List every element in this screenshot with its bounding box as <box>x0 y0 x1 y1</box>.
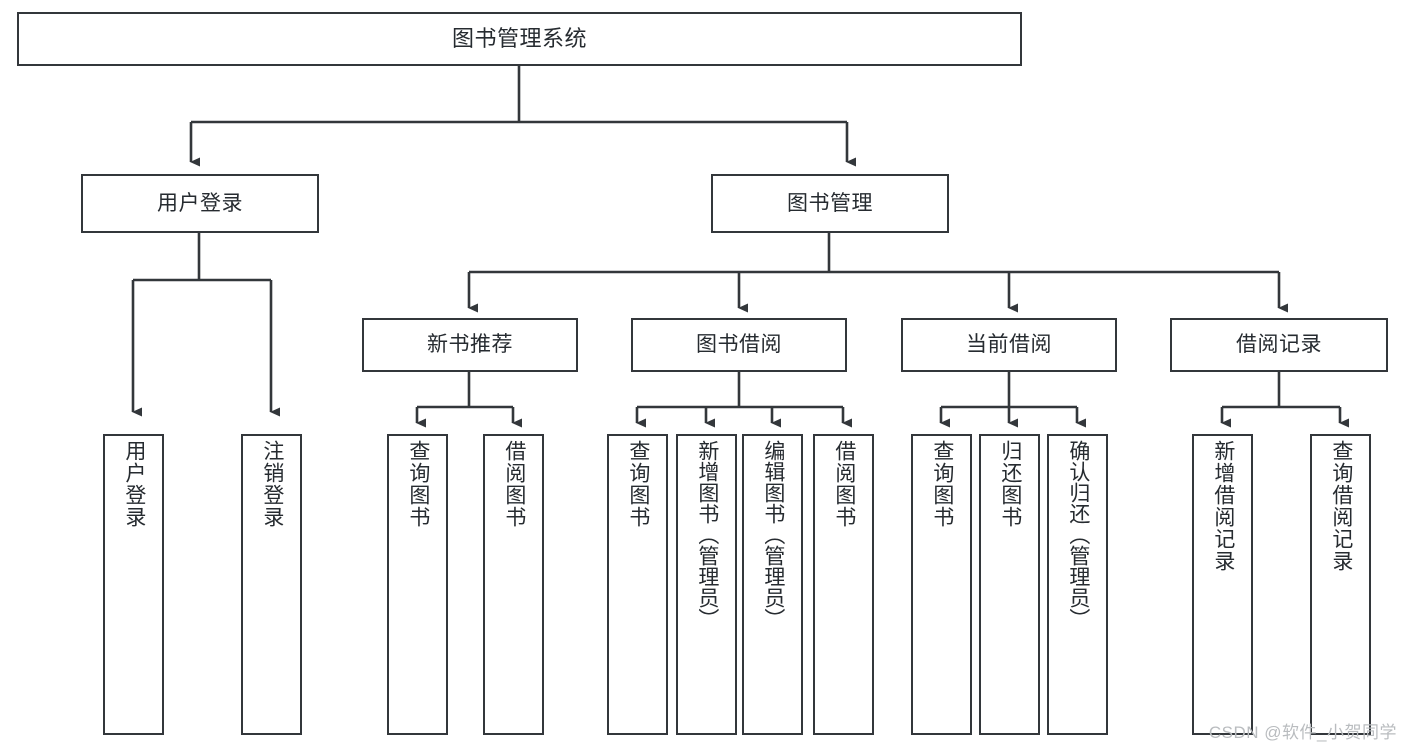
leaf-current-return-book[interactable]: 归还图书 <box>979 434 1040 735</box>
leaf-user-login-logout[interactable]: 注销登录 <box>241 434 302 735</box>
node-label: 查询图书 <box>406 440 430 528</box>
leaf-record-query-record[interactable]: 查询借阅记录 <box>1310 434 1371 735</box>
watermark-text: CSDN @软件_小贺同学 <box>1208 723 1397 742</box>
leaf-new-book-query[interactable]: 查询图书 <box>387 434 448 735</box>
leaf-current-confirm-return-admin[interactable]: 确认归还（管理员） <box>1047 434 1108 735</box>
leaf-user-login-login[interactable]: 用户登录 <box>103 434 164 735</box>
node-label: 当前借阅 <box>966 333 1052 357</box>
node-label: 借阅图书 <box>502 440 526 528</box>
leaf-borrow-query-book[interactable]: 查询图书 <box>607 434 668 735</box>
node-new-book-recommend[interactable]: 新书推荐 <box>362 318 578 372</box>
node-borrow-record[interactable]: 借阅记录 <box>1170 318 1388 372</box>
node-label: 新书推荐 <box>427 333 513 357</box>
node-book-borrow[interactable]: 图书借阅 <box>631 318 847 372</box>
leaf-current-query-book[interactable]: 查询图书 <box>911 434 972 735</box>
node-label: 图书借阅 <box>696 333 782 357</box>
node-label: 编辑图书（管理员） <box>761 440 785 629</box>
node-label: 图书管理 <box>787 191 873 215</box>
leaf-borrow-edit-book-admin[interactable]: 编辑图书（管理员） <box>742 434 803 735</box>
node-label: 借阅记录 <box>1236 333 1322 357</box>
node-label: 借阅图书 <box>832 440 856 528</box>
node-label: 确认归还（管理员） <box>1066 440 1090 629</box>
node-label: 新增借阅记录 <box>1211 440 1235 572</box>
leaf-borrow-borrow-book[interactable]: 借阅图书 <box>813 434 874 735</box>
node-label: 用户登录 <box>122 440 146 528</box>
node-current-borrow[interactable]: 当前借阅 <box>901 318 1117 372</box>
node-user-login[interactable]: 用户登录 <box>81 174 319 233</box>
node-book-management[interactable]: 图书管理 <box>711 174 949 233</box>
leaf-new-book-borrow[interactable]: 借阅图书 <box>483 434 544 735</box>
node-label: 查询借阅记录 <box>1329 440 1353 572</box>
node-label: 注销登录 <box>260 440 284 528</box>
leaf-record-add-record[interactable]: 新增借阅记录 <box>1192 434 1253 735</box>
node-root-system[interactable]: 图书管理系统 <box>17 12 1022 66</box>
node-label: 图书管理系统 <box>451 25 587 51</box>
node-label: 用户登录 <box>157 191 243 215</box>
node-label: 查询图书 <box>930 440 954 528</box>
node-label: 查询图书 <box>626 440 650 528</box>
node-label: 归还图书 <box>998 440 1022 528</box>
leaf-borrow-add-book-admin[interactable]: 新增图书（管理员） <box>676 434 737 735</box>
node-label: 新增图书（管理员） <box>695 440 719 629</box>
